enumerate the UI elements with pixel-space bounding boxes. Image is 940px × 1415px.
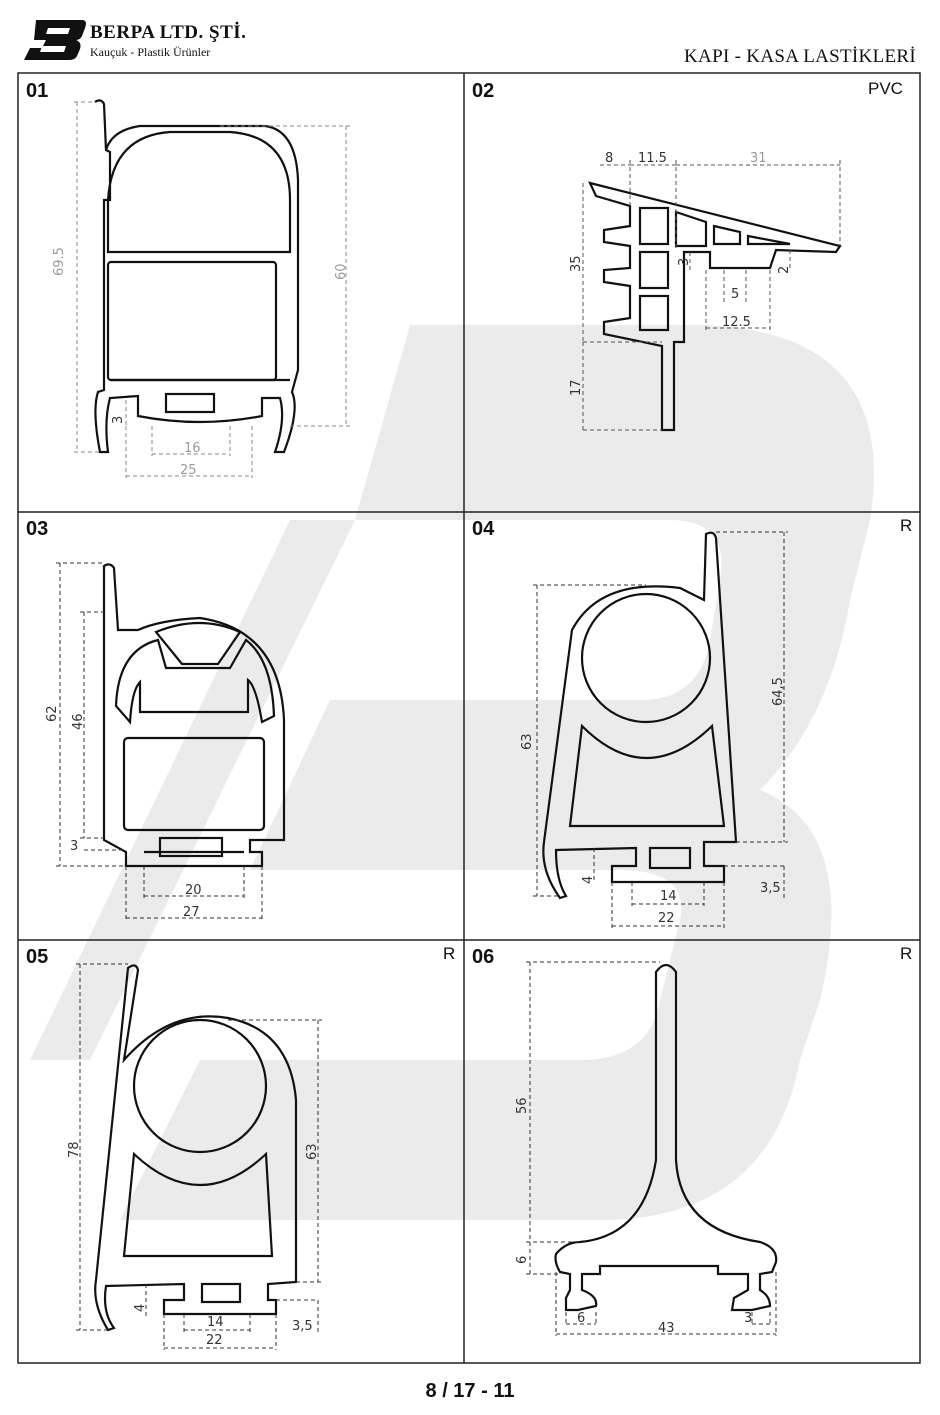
watermark-logo-icon (30, 325, 874, 1220)
dim-02-c: 31 (750, 151, 767, 166)
profile-code-04: 04 (472, 518, 495, 540)
grid-frame (17, 72, 921, 1364)
profile-dims-04 (533, 531, 788, 928)
profile-drawing-01 (94, 99, 300, 454)
dim-04-slot: 14 (660, 889, 677, 904)
company-tagline: Kauçuk - Plastik Ürünler (90, 45, 211, 59)
dim-02-d: 35 (569, 255, 584, 272)
dim-02-h: 12.5 (722, 315, 751, 330)
profile-dims-02 (582, 160, 841, 431)
profile-drawing-05 (94, 964, 298, 1332)
profile-dims-05 (76, 963, 322, 1350)
profile-drawing-03 (102, 563, 286, 868)
dim-06-height: 56 (515, 1097, 530, 1114)
dim-04-base: 4 (581, 876, 596, 884)
dim-04-height: 63 (520, 733, 535, 750)
berpa-logo-icon (24, 20, 86, 60)
profile-drawing-06 (554, 963, 778, 1312)
dim-06-base: 6 (515, 1256, 530, 1264)
profile-code-06: 06 (472, 946, 495, 968)
dim-03-height: 62 (45, 705, 60, 722)
profile-code-03: 03 (26, 518, 49, 540)
profile-dims-03 (56, 562, 263, 920)
profile-code-05: 05 (26, 946, 49, 968)
dim-05-height: 78 (67, 1141, 82, 1158)
dim-01-base: 3 (111, 416, 126, 424)
dim-02-i: 17 (569, 379, 584, 396)
dim-03-width: 27 (183, 905, 200, 920)
profile-material-02: PVC (868, 79, 903, 98)
dim-02-a: 8 (605, 151, 613, 166)
dim-06-foot: 3 (744, 1311, 752, 1326)
dim-04-lip: 64,5 (771, 677, 786, 706)
profile-material-06: R (900, 944, 913, 963)
dim-01-width: 25 (180, 463, 197, 478)
profile-code-01: 01 (26, 80, 49, 102)
profile-dims-06 (526, 961, 777, 1336)
dim-05-width: 22 (206, 1333, 223, 1348)
dim-02-b: 11.5 (638, 151, 667, 166)
profile-drawing-04 (542, 531, 738, 900)
dim-05-base: 4 (133, 1304, 148, 1312)
dim-03-slot: 20 (185, 883, 202, 898)
dim-05-slot: 14 (207, 1315, 224, 1330)
dim-03-base: 3 (70, 839, 78, 854)
dim-05-inner: 63 (305, 1143, 320, 1160)
dim-03-inner: 46 (71, 713, 86, 730)
dim-06-bulb: 6 (577, 1311, 585, 1326)
dim-05-foot: 3,5 (292, 1319, 313, 1334)
company-name: BERPA LTD. ŞTİ. (90, 22, 247, 43)
page-title: KAPI - KASA LASTİKLERİ (684, 46, 916, 67)
profile-dims-01 (74, 101, 350, 478)
dim-04-foot: 3,5 (760, 881, 781, 896)
dim-02-e: 3 (677, 258, 692, 266)
dim-02-g: 5 (731, 287, 739, 302)
dim-01-height: 69.5 (52, 247, 67, 276)
dim-06-width: 43 (658, 1321, 675, 1336)
page-number: 8 / 17 - 11 (425, 1380, 515, 1402)
page-header: BERPA LTD. ŞTİ. Kauçuk - Plastik Ürünler… (0, 0, 940, 72)
dim-01-inner-height: 60 (334, 263, 349, 280)
profile-material-05: R (443, 944, 456, 963)
profile-drawing-02 (588, 181, 842, 432)
profile-code-02: 02 (472, 80, 495, 102)
dim-01-slot: 16 (184, 441, 201, 456)
dim-02-f: 2 (777, 266, 792, 274)
dim-04-width: 22 (658, 911, 675, 926)
profile-material-04: R (900, 516, 913, 535)
